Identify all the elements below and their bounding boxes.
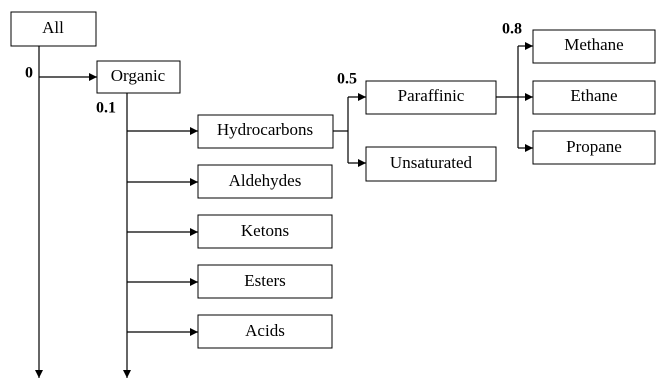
node-paraffinic: Paraffinic (365, 80, 497, 115)
svg-text:Unsaturated: Unsaturated (390, 153, 473, 172)
level-labels: 0 0.1 0.5 0.8 (25, 21, 522, 117)
svg-text:All: All (42, 18, 64, 37)
node-unsaturated: Unsaturated (365, 146, 497, 182)
node-methane: Methane (532, 29, 656, 64)
node-organic: Organic (96, 60, 181, 94)
node-acids: Acids (197, 314, 333, 349)
svg-text:Esters: Esters (244, 271, 286, 290)
node-all: All (10, 11, 97, 47)
edges (35, 42, 533, 378)
svg-text:Paraffinic: Paraffinic (398, 86, 465, 105)
nodes: All Organic Hydrocarbons Aldehydes Keton… (10, 11, 656, 349)
level-label-0-1: 0.1 (96, 100, 116, 117)
svg-text:Organic: Organic (111, 66, 166, 85)
node-aldehydes: Aldehydes (197, 164, 333, 199)
svg-text:Propane: Propane (566, 137, 622, 156)
level-label-0-5: 0.5 (337, 71, 357, 88)
node-hydrocarbons: Hydrocarbons (197, 114, 334, 149)
svg-text:Methane: Methane (564, 35, 623, 54)
svg-text:Ketons: Ketons (241, 221, 289, 240)
node-propane: Propane (532, 130, 656, 165)
level-label-0: 0 (25, 65, 33, 82)
level-label-0-8: 0.8 (502, 21, 522, 38)
svg-text:Ethane: Ethane (570, 86, 617, 105)
svg-text:Acids: Acids (245, 321, 285, 340)
svg-text:Hydrocarbons: Hydrocarbons (217, 120, 313, 139)
node-ketons: Ketons (197, 214, 333, 249)
node-esters: Esters (197, 264, 333, 299)
node-ethane: Ethane (532, 80, 656, 115)
svg-text:Aldehydes: Aldehydes (229, 171, 302, 190)
